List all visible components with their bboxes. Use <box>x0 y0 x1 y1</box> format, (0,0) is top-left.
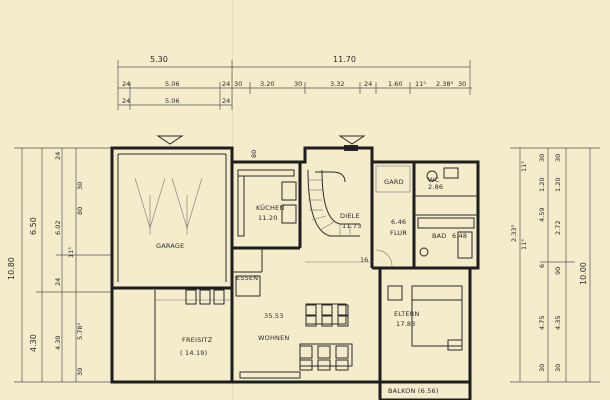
diele: DIELE 11.73 16 <box>305 169 372 264</box>
dim-top-8: 24 <box>364 80 372 88</box>
dim-left-small-2: 80 <box>76 207 84 215</box>
dim-right-in-13: 1.20 <box>554 178 562 192</box>
diele-area: 11.73 <box>342 222 362 230</box>
balkon-label: BALKON (6.56) <box>388 387 439 395</box>
bad-label: BAD <box>432 232 447 240</box>
flur-area: 6.46 <box>391 218 406 226</box>
top-dimension-chains: 5.30 11.70 24 5.06 24 30 3.20 30 3.32 24… <box>117 55 472 110</box>
dim-top-10: 11⁵ <box>415 80 426 88</box>
living-dining: ESSEN 35.53 WOHNEN <box>235 274 353 379</box>
dim-right-in-14: 90 <box>554 267 562 275</box>
kitchen: KÜCHEN 11.20 80 <box>237 150 297 237</box>
dim-top-4: 30 <box>234 80 242 88</box>
dim-top2-1: 24 <box>122 97 130 105</box>
dim-left-in-6: 4.30 <box>54 336 62 350</box>
dim-right-in-6: 4.75 <box>538 316 546 330</box>
dim-left-in-7: 30 <box>76 368 84 376</box>
dim-right-in-2: 1.20 <box>538 178 546 192</box>
wohnen-area: 35.53 <box>264 312 284 320</box>
dim-right-in-7: 4.35 <box>554 316 562 330</box>
eltern: ELTERN 17.83 <box>387 285 463 351</box>
dim-top-1: 24 <box>122 80 130 88</box>
bad-area: 6.48 <box>452 232 467 240</box>
garderobe: GARD <box>375 165 411 193</box>
dim-top2-2: 5.06 <box>165 97 179 105</box>
dim-left-lower: 4.30 <box>29 334 38 352</box>
freisitz: FREISITZ ( 14.19) <box>110 288 232 384</box>
garage: GARAGE <box>110 146 234 290</box>
dim-left-small-1: 30 <box>76 182 84 190</box>
dim-top-6: 30 <box>294 80 302 88</box>
dim-top-5: 3.20 <box>260 80 274 88</box>
eltern-area: 17.83 <box>396 320 416 328</box>
dim-right-in-10: 2.33⁵ <box>510 225 518 242</box>
wc-area: 2.86 <box>428 183 443 191</box>
dim-left-total: 10.80 <box>7 257 16 280</box>
freisitz-area: ( 14.19) <box>180 349 207 357</box>
dim-top-9: 1.60 <box>388 80 402 88</box>
dim-left-in-5: 5.78⁵ <box>76 323 84 340</box>
house-walls <box>230 146 480 384</box>
kitchen-area: 11.20 <box>258 214 278 222</box>
dim-right-total: 10.00 <box>579 262 588 285</box>
dim-right-in-9: 11⁵ <box>520 239 528 250</box>
dim-top-3: 24 <box>222 80 230 88</box>
right-dimension-chains: 10.00 30 1.20 4.59 2.72 6 4.75 4.35 30 1… <box>510 147 600 383</box>
stairs-note: 16 <box>360 256 368 264</box>
gard-label: GARD <box>384 178 404 186</box>
wc: WC 2.86 <box>426 167 459 191</box>
dim-left-in-1: 24 <box>54 152 62 160</box>
dim-right-in-12: 30 <box>554 154 562 162</box>
wohnen-label: WOHNEN <box>258 334 289 342</box>
eltern-label: ELTERN <box>394 310 420 318</box>
dim-top-11: 2.38⁵ <box>436 80 453 88</box>
dim-right-in-5: 6 <box>538 264 546 268</box>
bad: BAD 6.48 <box>417 217 475 259</box>
dim-left-in-2: 6.02 <box>54 221 62 235</box>
left-dimension-chains: 10.80 6.50 4.30 24 6.02 11⁵ 24 5.78⁵ 4.3… <box>7 147 112 383</box>
kitchen-label: KÜCHEN <box>256 203 284 212</box>
dim-right-in-11: 11⁵ <box>520 161 528 172</box>
flur-label: FLUR <box>390 229 407 237</box>
dim-top-2: 5.06 <box>165 80 179 88</box>
dim-right-in-15: 30 <box>554 364 562 372</box>
dim-top-12: 30 <box>458 80 466 88</box>
dim-left-in-3: 11⁵ <box>67 247 75 258</box>
diele-label: DIELE <box>340 212 360 220</box>
dim-right-in-1: 30 <box>538 154 546 162</box>
dim-right-in-4: 2.72 <box>554 221 562 235</box>
dim-right-in-3: 4.59 <box>538 208 546 222</box>
dim-left-in-4: 24 <box>54 278 62 286</box>
wc-label: WC <box>428 176 440 184</box>
balkon: BALKON (6.56) <box>378 380 472 400</box>
dim-total-garage: 5.30 <box>150 55 168 64</box>
dim-total-house: 11.70 <box>333 55 356 64</box>
kitchen-top-dim: 80 <box>250 150 258 158</box>
dim-right-in-8: 30 <box>538 364 546 372</box>
garage-label: GARAGE <box>156 242 184 250</box>
dim-top2-3: 24 <box>222 97 230 105</box>
freisitz-label: FREISITZ <box>182 336 213 344</box>
essen-label: ESSEN <box>236 274 258 282</box>
flur: 6.46 FLUR <box>375 218 407 267</box>
dim-top-7: 3.32 <box>330 80 344 88</box>
dim-left-upper: 6.50 <box>29 217 38 235</box>
